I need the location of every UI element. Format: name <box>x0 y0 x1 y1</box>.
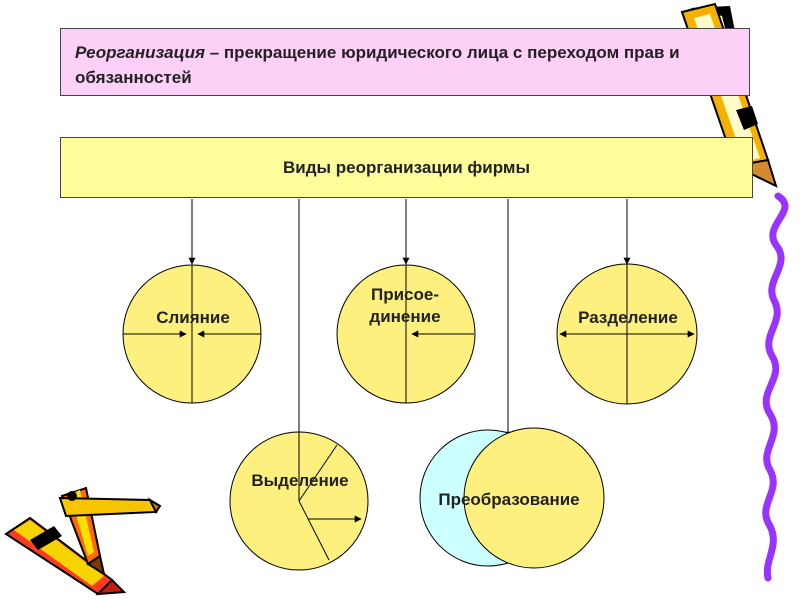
crayon-icon <box>4 486 162 596</box>
connector-lines <box>188 199 631 439</box>
division-label: Разделение <box>578 308 678 327</box>
accession-label-line2: динение <box>369 307 441 326</box>
merger-circle <box>122 264 262 404</box>
types-box-title: Виды реорганизации фирмы <box>283 157 530 177</box>
reorganization-types-box: Виды реорганизации фирмы <box>60 137 753 198</box>
definition-term: Реорганизация <box>75 43 206 62</box>
transformation-circles <box>419 427 605 569</box>
definition-text: – прекращение юридического лица с перехо… <box>75 43 680 87</box>
squiggle-line-icon <box>762 192 789 582</box>
transformation-label: Преобразование <box>438 490 580 509</box>
separation-label: Выделение <box>251 471 349 490</box>
separation-circle <box>229 431 369 571</box>
accession-label-line1: Присое- <box>370 285 439 304</box>
definition-box: Реорганизация – прекращение юридического… <box>60 28 750 96</box>
accession-circle <box>336 264 476 404</box>
division-circle <box>556 263 698 405</box>
merger-label: Слияние <box>156 308 230 327</box>
